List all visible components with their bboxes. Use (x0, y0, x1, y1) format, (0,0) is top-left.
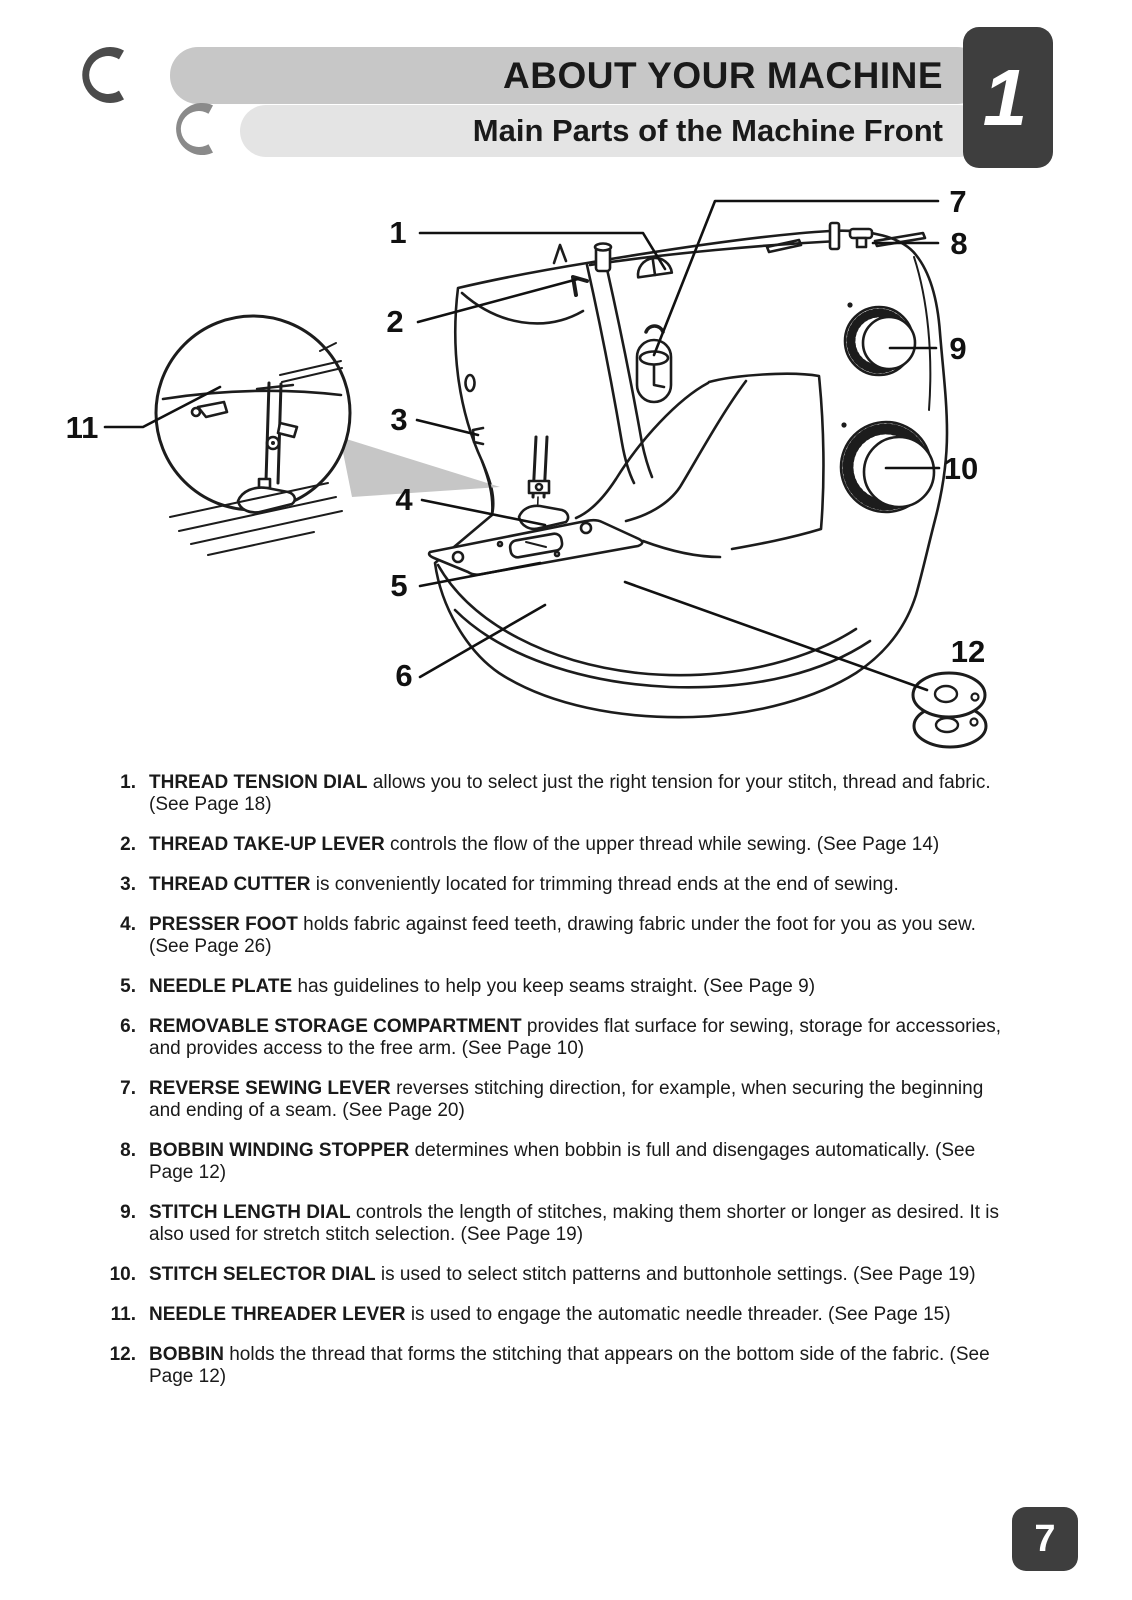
sewing-machine-diagram: 1 2 3 4 5 6 7 8 9 10 11 12 (30, 185, 1102, 750)
parts-list-item: 3. THREAD CUTTER is conveniently located… (100, 874, 1005, 896)
chapter-title-bar: ABOUT YOUR MACHINE (170, 47, 985, 104)
callout-label-6: 6 (395, 658, 412, 693)
part-description: NEEDLE PLATE has guidelines to help you … (149, 976, 816, 997)
leader-2 (416, 277, 580, 324)
part-description: REMOVABLE STORAGE COMPARTMENT provides f… (149, 1016, 1002, 1059)
needle-threader-lever (190, 400, 229, 419)
callout-label-10: 10 (944, 451, 978, 486)
part-description: NEEDLE THREADER LEVER is used to engage … (149, 1304, 951, 1325)
callout-label-3: 3 (390, 402, 407, 437)
callout-label-12: 12 (951, 634, 985, 669)
callout-label-5: 5 (390, 568, 407, 603)
parts-list-item: 2. THREAD TAKE-UP LEVER controls the flo… (100, 834, 1005, 856)
leader-11 (103, 385, 222, 429)
section-title-bar: Main Parts of the Machine Front (240, 105, 985, 157)
part-description: THREAD TENSION DIAL allows you to select… (149, 772, 991, 815)
bobbin-illustration (911, 671, 988, 749)
part-number: 2. (120, 834, 136, 855)
chapter-title: ABOUT YOUR MACHINE (503, 54, 943, 96)
part-number: 3. (120, 874, 136, 895)
part-description: REVERSE SEWING LEVER reverses stitching … (149, 1078, 984, 1121)
part-number: 12. (109, 1344, 136, 1365)
part-description: PRESSER FOOT holds fabric against feed t… (149, 914, 976, 957)
inset-magnifier (154, 314, 352, 556)
parts-list-item: 11. NEEDLE THREADER LEVER is used to eng… (100, 1304, 1005, 1326)
callout-label-9: 9 (949, 331, 966, 366)
parts-list-item: 10. STITCH SELECTOR DIAL is used to sele… (100, 1264, 1005, 1286)
parts-list-item: 8. BOBBIN WINDING STOPPER determines whe… (100, 1140, 1005, 1184)
callout-label-8: 8 (950, 226, 967, 261)
crescent-decoration-dark-icon (82, 47, 124, 103)
leader-3 (415, 418, 480, 437)
callout-label-2: 2 (386, 304, 403, 339)
needle-bar-and-presser-foot (517, 435, 570, 531)
leader-5 (418, 561, 542, 588)
part-number: 6. (120, 1016, 136, 1037)
part-description: STITCH LENGTH DIAL controls the length o… (149, 1202, 1000, 1245)
leader-4 (420, 498, 547, 527)
part-number: 5. (120, 976, 136, 997)
callout-label-4: 4 (395, 482, 413, 517)
parts-list-item: 1. THREAD TENSION DIAL allows you to sel… (100, 772, 1005, 816)
stitch-length-dial (843, 305, 917, 377)
section-title: Main Parts of the Machine Front (472, 113, 943, 148)
thread-tension-dial (636, 256, 674, 279)
part-number: 7. (120, 1078, 136, 1099)
callout-label-7: 7 (949, 185, 966, 219)
chapter-number: 1 (982, 52, 1028, 142)
page-number: 7 (1034, 1517, 1056, 1560)
thread-take-up-lever (571, 275, 589, 297)
leader-12 (623, 580, 929, 692)
part-number: 9. (120, 1202, 136, 1223)
parts-list-item: 6. REMOVABLE STORAGE COMPARTMENT provide… (100, 1016, 1005, 1060)
inset-pointer-wedge (340, 437, 500, 497)
parts-list-item: 12. BOBBIN holds the thread that forms t… (100, 1344, 1005, 1388)
pillar-face (707, 372, 825, 551)
callout-label-11: 11 (66, 410, 99, 445)
page-number-badge: 7 (1012, 1507, 1078, 1571)
needle-plate (427, 518, 644, 576)
part-description: BOBBIN holds the thread that forms the s… (149, 1344, 990, 1387)
part-number: 11. (110, 1304, 136, 1325)
parts-list-item: 4. PRESSER FOOT holds fabric against fee… (100, 914, 1005, 958)
face-plate-band (585, 263, 636, 485)
thread-cutter (471, 426, 485, 446)
parts-list-item: 5. NEEDLE PLATE has guidelines to help y… (100, 976, 1005, 998)
storage-compartment-lines (436, 563, 858, 677)
crescent-decoration-light-icon (176, 103, 213, 155)
chapter-number-tab: 1 (963, 27, 1053, 168)
part-description: THREAD TAKE-UP LEVER controls the flow o… (149, 834, 940, 855)
part-description: BOBBIN WINDING STOPPER determines when b… (149, 1140, 976, 1183)
parts-list-item: 9. STITCH LENGTH DIAL controls the lengt… (100, 1202, 1005, 1246)
part-number: 4. (120, 914, 136, 935)
part-number: 1. (120, 772, 136, 793)
part-number: 8. (120, 1140, 136, 1161)
part-number: 10. (109, 1264, 136, 1285)
leader-6 (418, 603, 547, 679)
bobbin-winder-pin (828, 221, 841, 251)
callout-leaders (103, 199, 941, 692)
part-description: STITCH SELECTOR DIAL is used to select s… (149, 1264, 976, 1285)
bobbin-winding-stopper (848, 227, 874, 249)
parts-list: 1. THREAD TENSION DIAL allows you to sel… (100, 772, 1005, 1406)
parts-list-item: 7. REVERSE SEWING LEVER reverses stitchi… (100, 1078, 1005, 1122)
callout-label-1: 1 (389, 215, 406, 250)
leader-1 (418, 231, 667, 271)
leader-7 (652, 199, 940, 357)
part-description: THREAD CUTTER is conveniently located fo… (149, 874, 899, 895)
